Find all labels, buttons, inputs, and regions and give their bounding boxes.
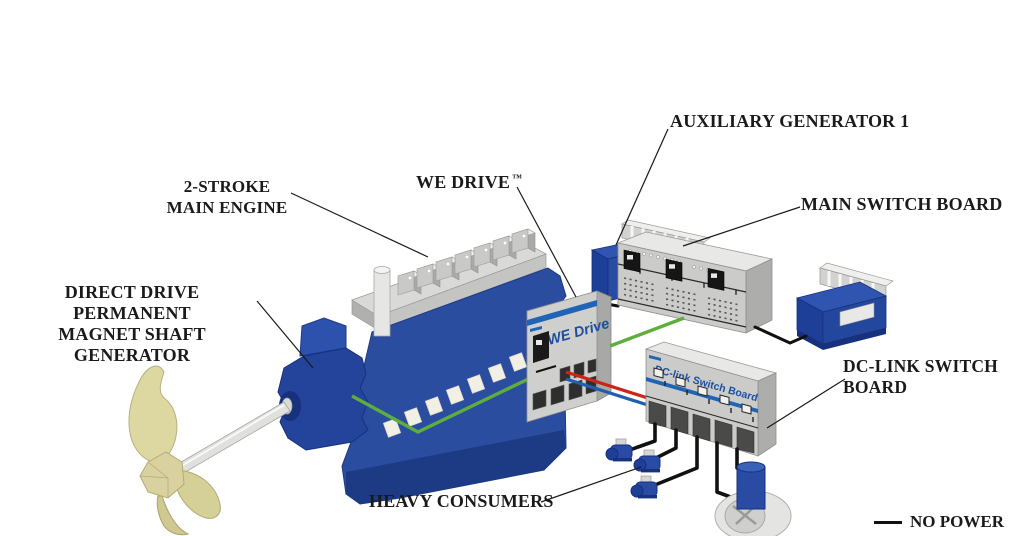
tunnel-thruster-illustration <box>714 461 792 536</box>
dc-link-switch-board-illustration: DC-link Switch Board <box>644 341 778 457</box>
propeller-illustration <box>128 365 221 536</box>
label-main-engine-line1: 2-STROKE <box>183 177 271 196</box>
no-power-line-swatch <box>874 520 902 524</box>
we-drive-cabinet-illustration: WE Drive <box>525 290 613 423</box>
aux-gen-2-cable <box>753 325 808 345</box>
exhaust-pipe <box>373 269 391 337</box>
label-we-drive-text: WE DRIVE <box>416 172 511 192</box>
shaft-generator-illustration <box>277 317 369 451</box>
main-switch-board-illustration <box>616 231 774 334</box>
label-main-engine-line2: MAIN ENGINE <box>166 198 288 217</box>
label-shaft-generator: DIRECT DRIVE PERMANENT MAGNET SHAFT GENE… <box>4 282 260 366</box>
legend-no-power: NO POWER <box>874 512 1004 532</box>
label-shaft-generator-line2: MAGNET SHAFT GENERATOR <box>58 324 206 365</box>
trademark-symbol: ™ <box>512 173 523 184</box>
label-dc-link-line2: BOARD <box>843 377 908 397</box>
power-line-we-drive-to-dclink-blue <box>565 377 655 409</box>
label-dc-link-line1: DC-LINK SWITCH <box>843 356 998 376</box>
label-main-switch-board: MAIN SWITCH BOARD <box>801 194 1003 214</box>
label-leader-lines <box>256 128 846 503</box>
main-engine-illustration <box>341 228 567 505</box>
label-shaft-generator-line1: DIRECT DRIVE PERMANENT <box>64 282 200 323</box>
label-dc-link-switch-board: DC-LINK SWITCH BOARD <box>843 356 998 398</box>
label-main-engine: 2-STROKE MAIN ENGINE <box>158 176 296 218</box>
power-line-msb-to-we-drive <box>609 316 685 348</box>
label-heavy-consumers: HEAVY CONSUMERS <box>369 491 554 511</box>
no-power-label: NO POWER <box>910 512 1004 531</box>
we-tech-logo-small <box>649 355 661 361</box>
auxiliary-generator-2-illustration <box>753 262 894 350</box>
label-auxiliary-generator-1: AUXILIARY GENERATOR 1 <box>670 111 910 131</box>
power-line-shaft-gen-to-we-drive <box>351 369 546 434</box>
power-line-we-drive-to-dclink-red <box>565 370 655 402</box>
we-tech-logo <box>530 326 542 332</box>
